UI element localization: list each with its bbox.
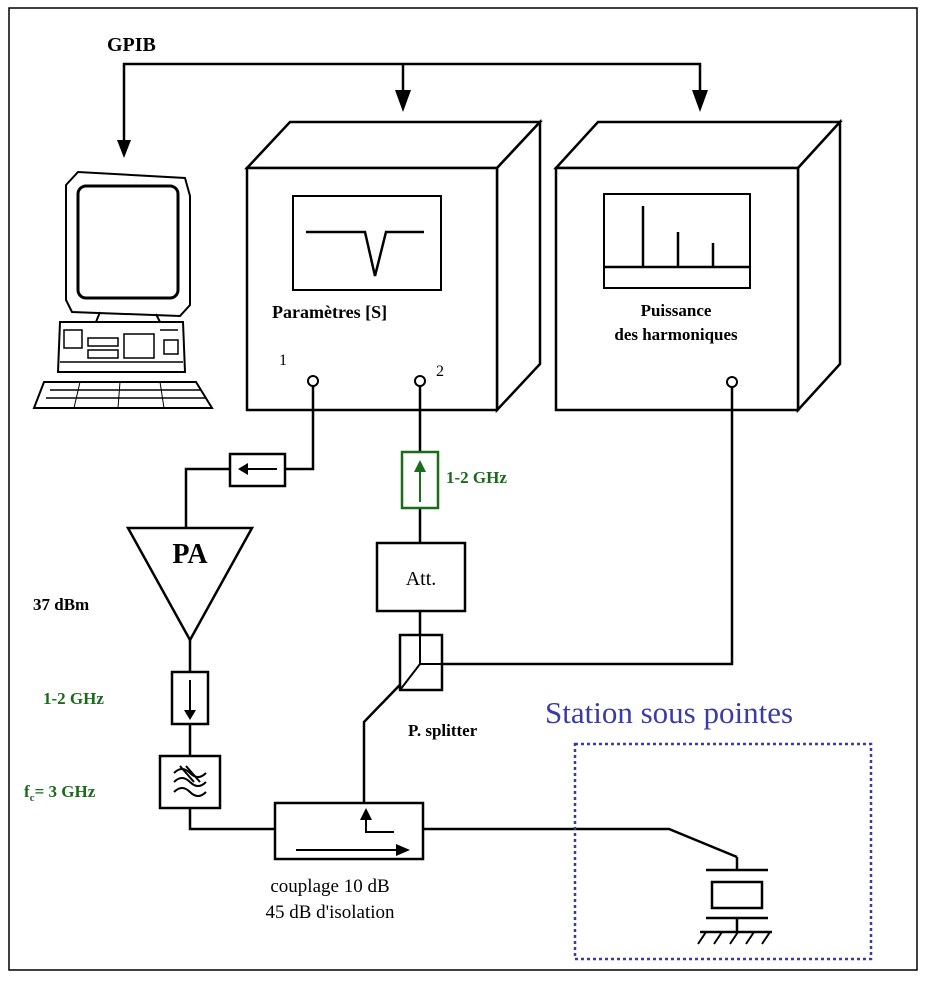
attenuator-label: Att. bbox=[406, 568, 437, 590]
port1-connector bbox=[307, 375, 319, 387]
pa-label: PA bbox=[172, 539, 208, 570]
pa-power-label: 37 dBm bbox=[33, 595, 89, 614]
spectrum-connector bbox=[726, 376, 738, 388]
lowpass-filter bbox=[158, 754, 222, 810]
port1-label: 1 bbox=[279, 352, 287, 369]
network-analyzer-box bbox=[244, 118, 543, 414]
notch-trace bbox=[306, 230, 424, 277]
harmonics-label-2: des harmoniques bbox=[614, 325, 738, 344]
gpib-label: GPIB bbox=[107, 34, 156, 56]
s-params-label: Paramètres [S] bbox=[272, 302, 387, 322]
splitter-label: P. splitter bbox=[408, 721, 478, 740]
port2-connector bbox=[414, 375, 426, 387]
isolator-input bbox=[228, 452, 287, 488]
s-param-screen bbox=[292, 195, 442, 291]
isolator-output bbox=[170, 670, 210, 726]
coupler-label-1: couplage 10 dB bbox=[270, 876, 389, 897]
port2-label: 2 bbox=[436, 363, 444, 380]
power-amplifier bbox=[125, 526, 255, 643]
coupler-label-2: 45 dB d'isolation bbox=[265, 902, 395, 923]
dut-resonator-icon bbox=[697, 857, 772, 945]
directional-coupler bbox=[273, 801, 425, 861]
isolator-receive-band-label: 1-2 GHz bbox=[446, 468, 507, 487]
probe-station-region bbox=[573, 742, 873, 961]
harmonics-screen bbox=[603, 193, 751, 289]
power-splitter bbox=[398, 633, 444, 692]
isolator-receive bbox=[400, 450, 440, 510]
harmonic-spectrum bbox=[604, 206, 750, 269]
isolator-band-label: 1-2 GHz bbox=[43, 689, 104, 708]
filter-fc-label: fc= 3 GHz bbox=[24, 782, 96, 804]
harmonics-label-1: Puissance bbox=[641, 301, 712, 320]
computer-icon bbox=[32, 170, 214, 409]
attenuator bbox=[375, 541, 467, 613]
outer-frame bbox=[8, 7, 918, 971]
station-label: Station sous pointes bbox=[545, 695, 793, 730]
gpib-arrowheads bbox=[117, 90, 708, 158]
